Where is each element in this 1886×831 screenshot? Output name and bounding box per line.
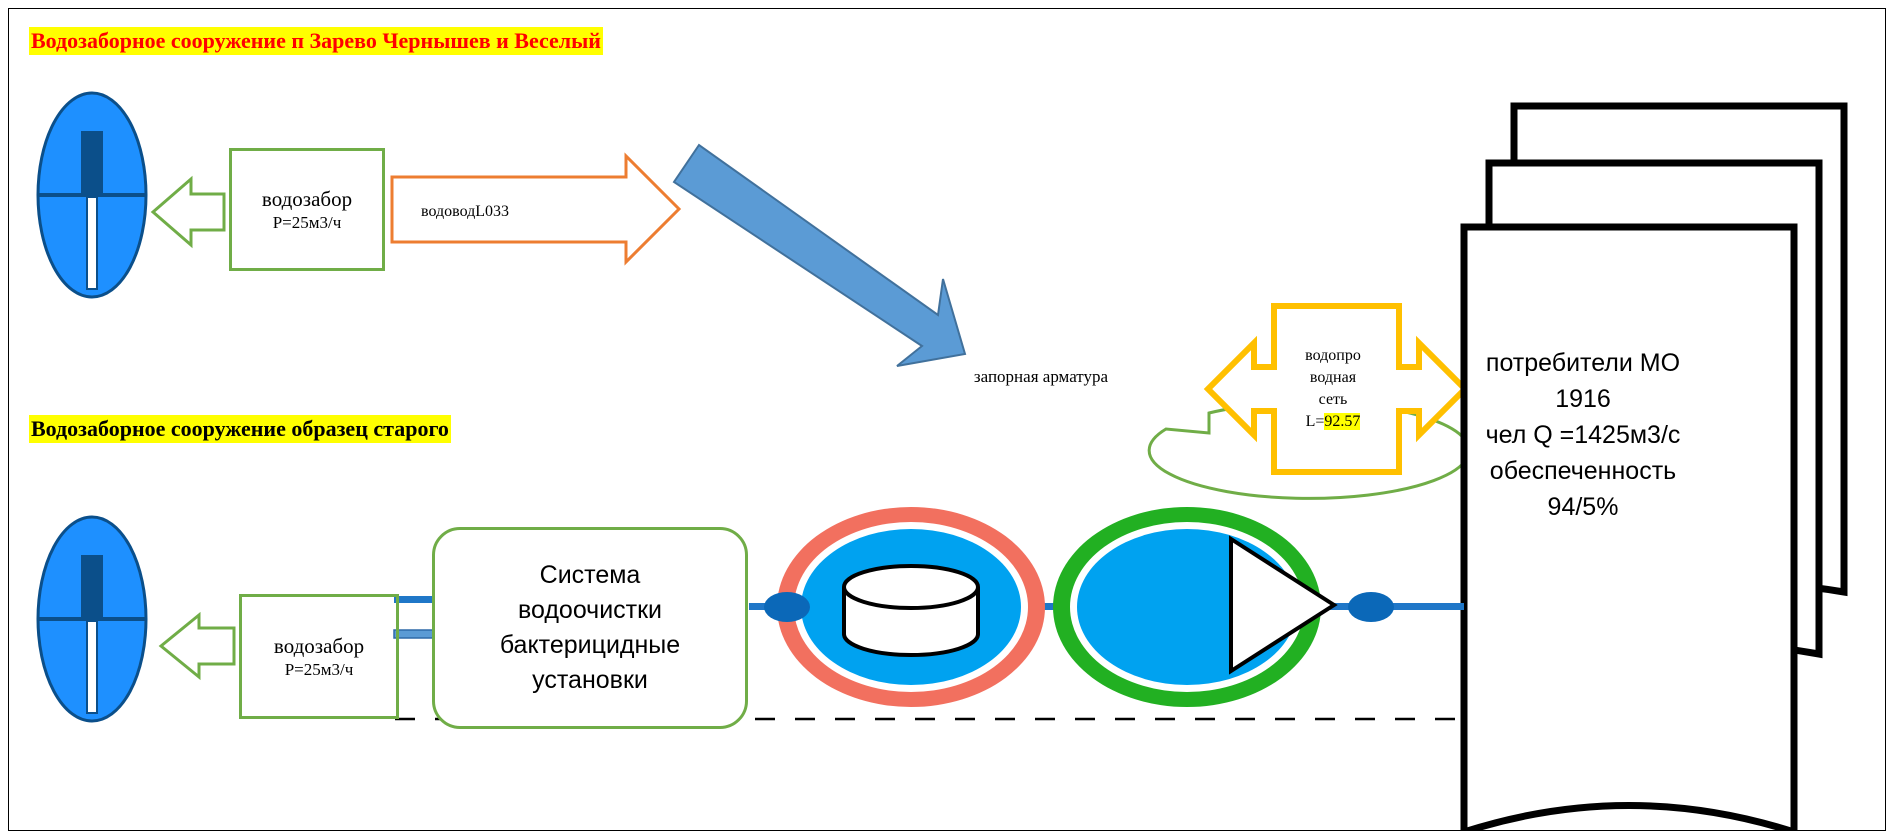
treatment-line3: бактерицидные bbox=[499, 631, 681, 659]
treatment-box: Система водоочистки бактерицидные устано… bbox=[432, 527, 748, 729]
intake-arrow-bottom bbox=[158, 611, 236, 681]
consumers-label: потребители МО 1916 чел Q =1425м3/с обес… bbox=[1472, 345, 1694, 525]
network-line2: водная bbox=[1309, 369, 1357, 386]
pump-icon bbox=[1053, 507, 1394, 707]
document-stack-icon bbox=[1460, 102, 1848, 830]
consumers-line2: чел Q =1425м3/с bbox=[1485, 421, 1681, 449]
network-length-prefix: L= bbox=[1305, 413, 1325, 430]
treatment-line1: Система bbox=[539, 561, 641, 589]
intake-label: водозабор bbox=[273, 633, 365, 658]
well-icon bbox=[36, 91, 148, 299]
network-length-value: 92.57 bbox=[1324, 413, 1361, 430]
treatment-line4: установки bbox=[532, 666, 648, 694]
tank-icon bbox=[764, 507, 1045, 707]
pipeline-arrow bbox=[390, 152, 682, 266]
consumers-line1: потребители МО 1916 bbox=[1485, 349, 1681, 413]
section-title: Водозаборное сооружение образец старого bbox=[29, 415, 451, 443]
intake-capacity: Р=25м3/ч bbox=[284, 659, 354, 679]
intake-arrow-top bbox=[150, 175, 226, 249]
network-line1: водопро bbox=[1305, 347, 1361, 364]
consumers-line4: 94/5% bbox=[1547, 493, 1619, 521]
pipeline-label: водоводL033 bbox=[421, 203, 509, 220]
network-line3: сеть bbox=[1318, 391, 1348, 408]
treatment-line2: водоочистки bbox=[517, 596, 663, 624]
diagram-canvas: водоводL033 запорная арматура bbox=[36, 91, 1848, 830]
intake-capacity: Р=25м3/ч bbox=[272, 212, 342, 232]
intake-box-bottom: водозабор Р=25м3/ч bbox=[239, 594, 399, 719]
well-icon bbox=[36, 515, 148, 723]
pipe-stub bbox=[394, 596, 432, 603]
consumers-line3: обеспеченность bbox=[1489, 457, 1677, 485]
flow-arrow bbox=[672, 143, 967, 367]
valves-label: запорная арматура bbox=[974, 367, 1109, 386]
intake-label: водозабор bbox=[261, 186, 353, 211]
network-length: L=92.57 bbox=[1277, 411, 1389, 433]
network-label: водопро водная сеть L=92.57 bbox=[1277, 345, 1389, 433]
diagram-frame: водоводL033 запорная арматура bbox=[8, 8, 1886, 831]
intake-box-top: водозабор Р=25м3/ч bbox=[229, 148, 385, 271]
page-title: Водозаборное сооружение п Зарево Черныше… bbox=[29, 27, 603, 55]
